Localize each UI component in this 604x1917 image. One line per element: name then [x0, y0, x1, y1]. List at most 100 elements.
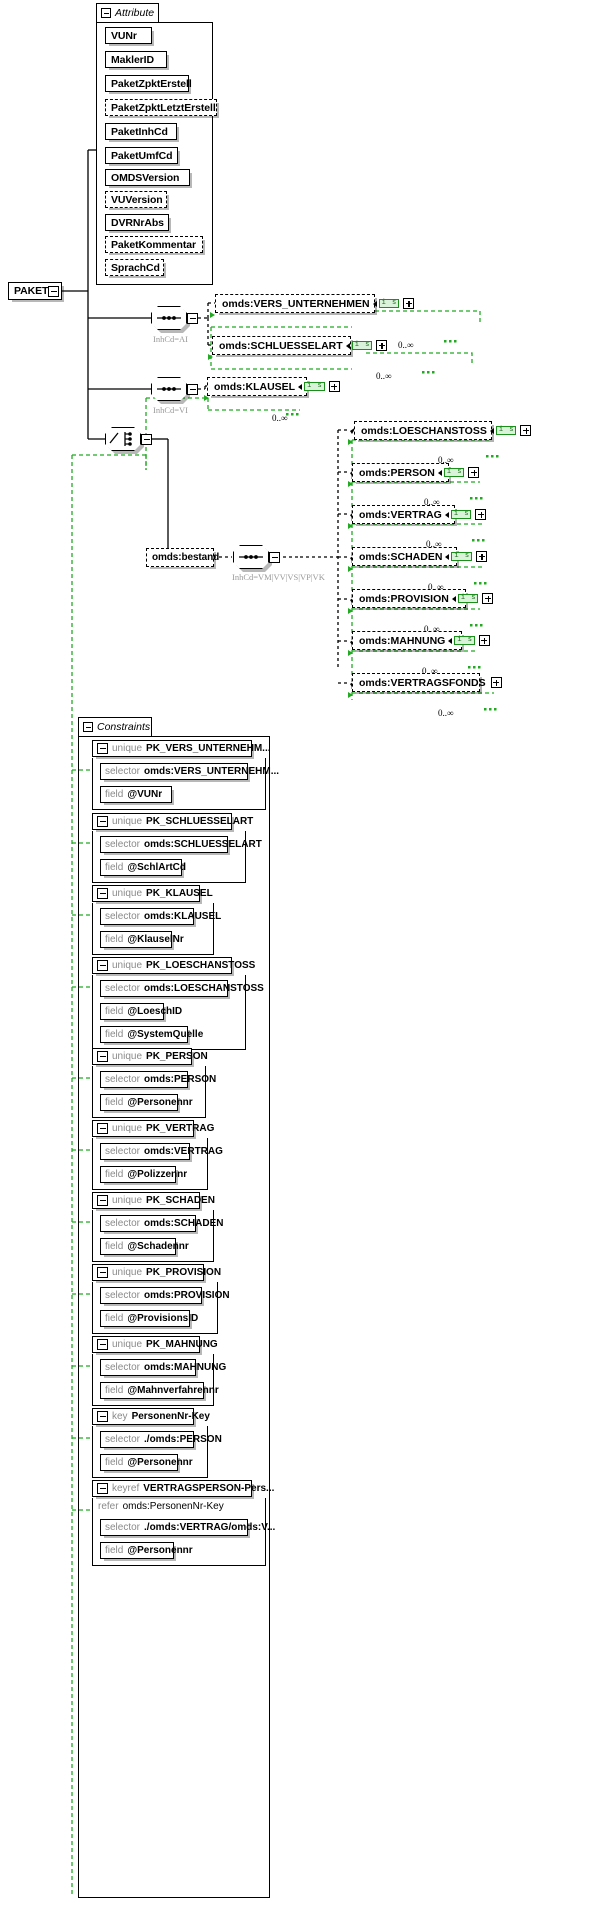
constraint-row-field[interactable]: field@Schadennr: [100, 1238, 189, 1255]
expand-icon[interactable]: [478, 635, 490, 646]
attribute-paketinhcd[interactable]: PaketInhCd: [105, 123, 177, 140]
collapse-icon[interactable]: [141, 433, 152, 445]
attribute-vuversion[interactable]: VUVersion: [105, 191, 167, 208]
attribute-maklerid[interactable]: MaklerID: [105, 51, 167, 68]
collapse-icon[interactable]: [97, 1195, 108, 1206]
collapse-icon[interactable]: [97, 1483, 108, 1494]
collapse-icon[interactable]: [97, 1411, 108, 1422]
choice-compositor[interactable]: [105, 427, 152, 454]
constraint-kind: unique: [112, 1195, 143, 1206]
constraint-row-field[interactable]: field@Mahnverfahrennr: [100, 1382, 219, 1399]
constraint-row-field[interactable]: field@Personennr: [100, 1454, 193, 1471]
collapse-icon[interactable]: [97, 960, 108, 971]
collapse-icon[interactable]: [97, 1123, 108, 1134]
attribute-paketkommentar[interactable]: PaketKommentar: [105, 236, 203, 253]
constraint-row-field[interactable]: field@Polizzennr: [100, 1166, 187, 1183]
attribute-label: VUNr: [111, 29, 137, 42]
expand-icon[interactable]: [403, 298, 415, 309]
collapse-icon[interactable]: [97, 743, 108, 754]
collapse-icon[interactable]: [83, 722, 93, 732]
expand-icon[interactable]: [490, 677, 502, 688]
collapse-icon[interactable]: [97, 816, 108, 827]
constraints-tab[interactable]: Constraints: [78, 717, 152, 736]
element-node-bestand[interactable]: omds:bestand: [146, 548, 219, 567]
element-ref-label: omds:PERSON: [359, 466, 435, 479]
collapse-icon[interactable]: [187, 312, 198, 324]
attribute-omdsversion[interactable]: OMDSVersion: [105, 169, 190, 186]
attribute-dvrnrabs[interactable]: DVRNrAbs: [105, 214, 169, 231]
expand-icon[interactable]: [376, 340, 388, 351]
collapse-icon[interactable]: [97, 1267, 108, 1278]
expand-icon[interactable]: [520, 425, 532, 436]
constraint-row-field[interactable]: field@SchlArtCd: [100, 859, 186, 876]
expand-icon[interactable]: [482, 593, 494, 604]
element-ref-vertragsfonds[interactable]: omds:VERTRAGSFONDS: [352, 673, 502, 692]
constraint-row-field[interactable]: field@KlauselNr: [100, 931, 184, 948]
constraint-row-field[interactable]: field@VUNr: [100, 786, 172, 803]
row-keyword: selector: [105, 766, 141, 777]
attribute-paketzpkterstell[interactable]: PaketZpktErstell: [105, 75, 192, 92]
collapse-icon[interactable]: [97, 1051, 108, 1062]
collapse-icon[interactable]: [97, 888, 108, 899]
constraint-row-field[interactable]: field@Personennr: [100, 1094, 193, 1111]
constraint-row-field[interactable]: field@LoeschID: [100, 1003, 182, 1020]
attribute-paketumfcd[interactable]: PaketUmfCd: [105, 147, 178, 164]
expand-icon[interactable]: [476, 551, 488, 562]
sequence-compositor-vi[interactable]: [151, 377, 198, 404]
constraint-row-selector[interactable]: selector./omds:VERTRAG/omds:V...: [100, 1519, 275, 1536]
collapse-icon[interactable]: [187, 383, 198, 395]
collapse-icon[interactable]: [97, 1339, 108, 1350]
constraint-row-selector[interactable]: selector./omds:PERSON: [100, 1431, 222, 1448]
sequence-compositor-bestand[interactable]: [233, 545, 280, 572]
constraint-row-field[interactable]: field@ProvisionsID: [100, 1310, 198, 1327]
expand-icon[interactable]: [468, 467, 480, 478]
constraint-row-field[interactable]: field@Personennr: [100, 1542, 193, 1559]
collapse-icon[interactable]: [101, 8, 111, 18]
attribute-group-tab[interactable]: Attribute: [96, 3, 159, 22]
constraint-row-field[interactable]: field@SystemQuelle: [100, 1026, 203, 1043]
root-node-paket[interactable]: PAKET: [8, 282, 62, 300]
expand-icon[interactable]: [475, 509, 487, 520]
sequence-compositor-ai[interactable]: [151, 306, 198, 333]
constraint-name: PK_SCHLUESSELART: [146, 816, 254, 827]
attribute-vunr[interactable]: VUNr: [105, 27, 152, 44]
constraint-name: PK_MAHNUNG: [146, 1339, 218, 1350]
row-value: omds:KLAUSEL: [144, 911, 222, 922]
collapse-icon[interactable]: [269, 551, 280, 563]
attribute-paketzpktletzterstell[interactable]: PaketZpktLetztErstell: [105, 99, 217, 116]
attribute-sprachcd[interactable]: SprachCd: [105, 259, 164, 276]
expand-icon[interactable]: [328, 381, 340, 392]
collapse-icon[interactable]: [48, 285, 60, 297]
type-badge-icon: i s: [304, 382, 325, 391]
element-ref-label: omds:MAHNUNG: [359, 634, 446, 647]
